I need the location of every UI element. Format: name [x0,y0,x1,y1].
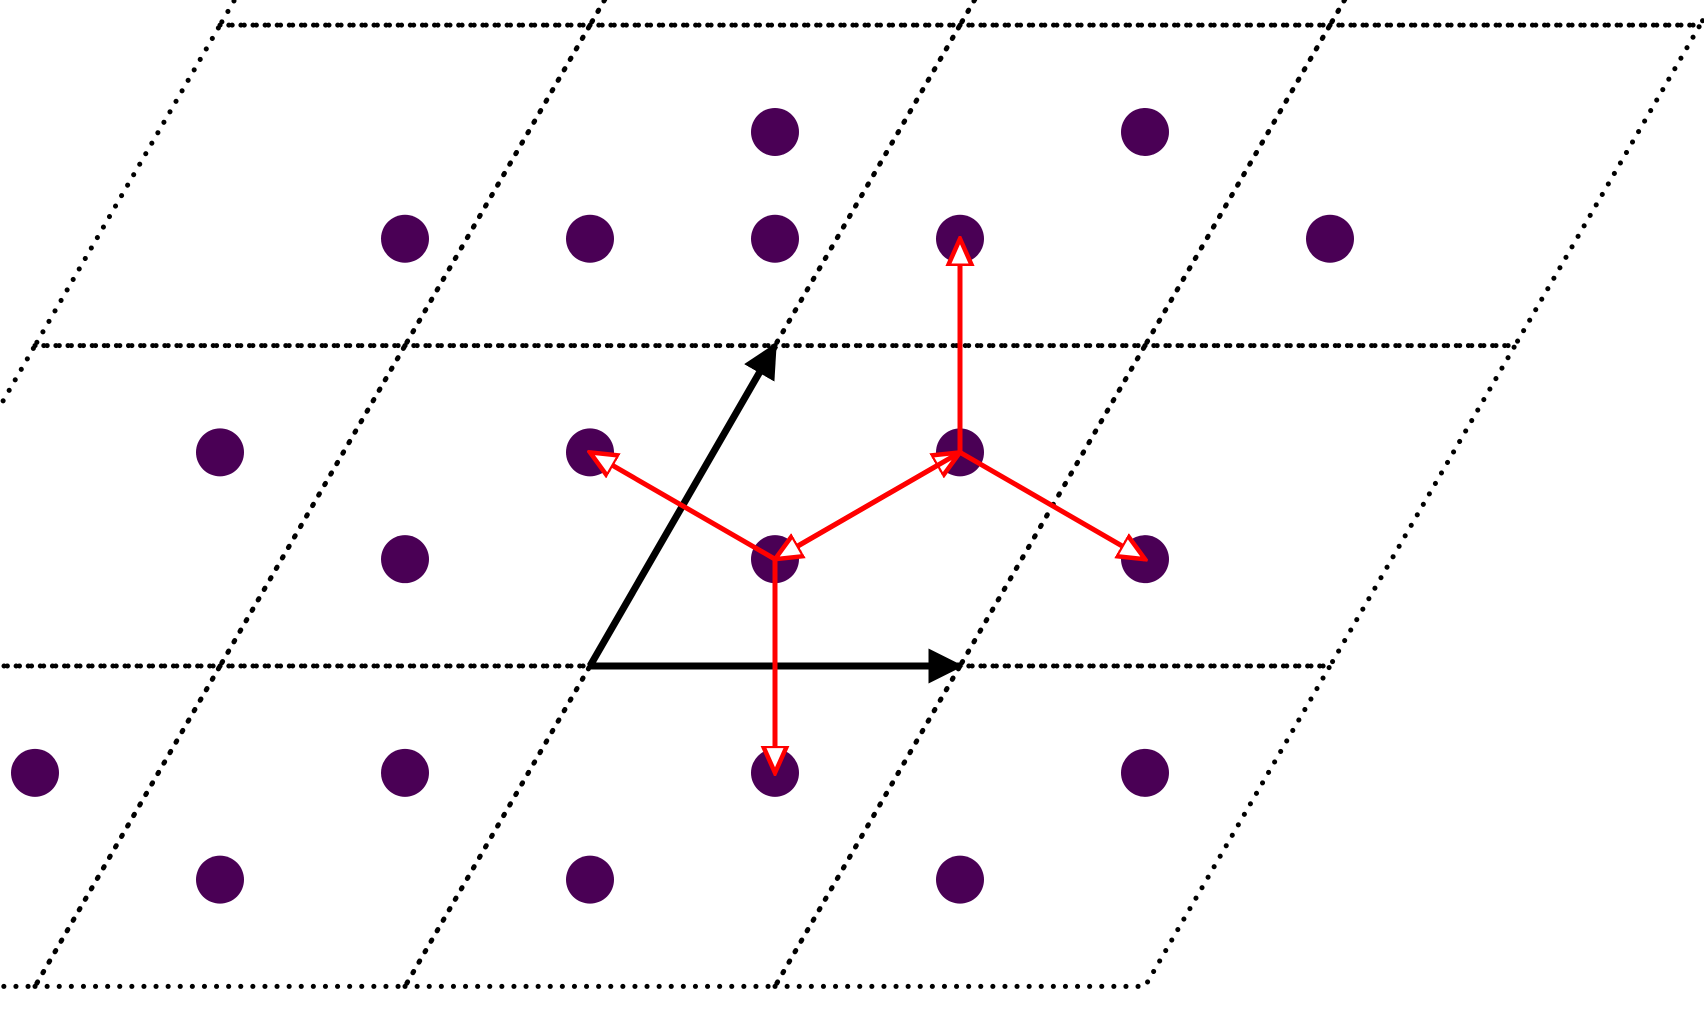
unit-cell [585,0,978,28]
neighbor-vector [590,452,777,562]
atom [381,535,429,584]
unit-cell [215,0,608,28]
neighbor-vector-layer [590,239,1145,773]
atom [196,428,244,477]
unit-cell [1140,22,1704,349]
atom [566,214,614,263]
atom [566,855,614,904]
atom [196,855,244,904]
atom [381,748,429,797]
unit-cell [30,663,595,989]
unit-cell [0,343,410,669]
unit-cell [770,663,1335,989]
atom [1121,107,1169,156]
unit-cell [30,22,595,349]
unit-cell [400,22,965,349]
unit-cell [955,343,1520,669]
unit-cell [770,22,1335,349]
unit-cell-grid [0,0,1704,989]
unit-cell [1325,0,1704,28]
unit-cell [955,0,1348,28]
unit-cell [0,663,225,989]
atom [11,748,59,797]
unit-cell [215,343,780,669]
neighbor-vector [775,450,962,559]
atom [936,855,984,904]
neighbor-vector [958,450,1145,559]
atom [1121,748,1169,797]
unit-cell [400,663,965,989]
atom [751,107,799,156]
atom [381,214,429,263]
atom [1306,214,1354,263]
atom [751,214,799,263]
